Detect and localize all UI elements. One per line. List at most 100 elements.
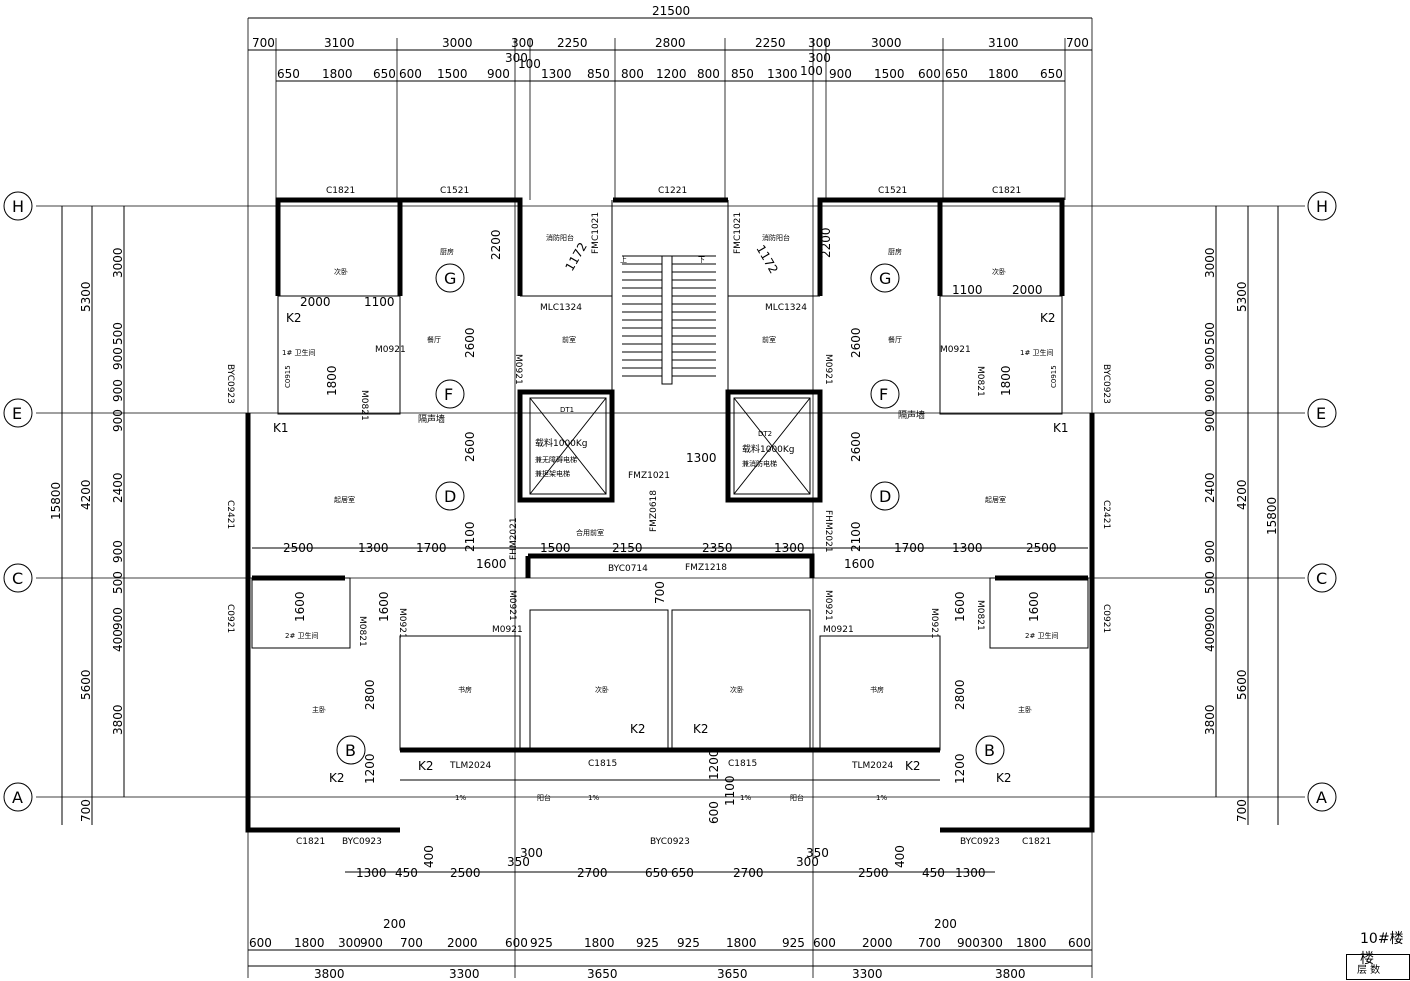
room-shared-front: 合用前室	[576, 528, 604, 537]
inner-dim: 1700	[416, 541, 447, 555]
dimension-label: 800	[697, 67, 720, 81]
inner-dim: 2200	[819, 227, 833, 258]
dimension-label: 700	[1066, 36, 1089, 50]
dimension-label: 900	[1203, 379, 1217, 402]
room-living-right: 起居室	[985, 495, 1006, 504]
dimension-label: 3100	[324, 36, 355, 50]
axis-bubble-b-right: B	[975, 735, 1005, 765]
window-c1821-bottom-left: C1821	[296, 837, 325, 847]
stair-well	[661, 255, 673, 385]
dimension-label: 900	[957, 936, 980, 950]
dimension-label: 1800	[988, 67, 1019, 81]
tag-k2: K2	[693, 722, 709, 736]
svg-text:E: E	[12, 404, 22, 423]
inner-dim: 2800	[953, 679, 967, 710]
inner-dim: 2100	[463, 521, 477, 552]
window-c0921-left: C0921	[225, 604, 235, 633]
dimension-label: 1800	[584, 936, 615, 950]
door-fhm2021: FHM2021	[823, 510, 833, 553]
inner-dim: 2600	[849, 431, 863, 462]
dimension-label: 2400	[1203, 472, 1217, 503]
dimension-label: 700	[79, 799, 93, 822]
window-c1821-top-right: C1821	[992, 186, 1021, 196]
dimension-label: 600	[1068, 936, 1091, 950]
elevator-2: DT2 载料1000Kg 兼消防电梯	[733, 397, 811, 495]
dimension-label: 2500	[450, 866, 481, 880]
dimension-label: 5600	[79, 669, 93, 700]
stair-down-label: 下	[698, 256, 705, 264]
svg-text:F: F	[444, 385, 453, 404]
axis-bubble-f-left: F	[435, 379, 465, 409]
dimension-label: 650	[373, 67, 396, 81]
inner-dim: 1600	[1027, 591, 1041, 622]
top-extra-dim: 100	[800, 64, 823, 78]
window-c1821-top-left: C1821	[326, 186, 355, 196]
dimension-label: 5600	[1235, 669, 1249, 700]
inner-dim: 2150	[612, 541, 643, 555]
dimension-label: 800	[621, 67, 644, 81]
room-study-right: 书房	[870, 685, 884, 694]
dimension-label: 3100	[988, 36, 1019, 50]
dimension-label: 850	[587, 67, 610, 81]
bottom-extra-dim: 400	[422, 845, 436, 868]
title-box-label: 层 数	[1357, 965, 1381, 976]
inner-dim: 1100	[723, 775, 737, 806]
dimension-label: 1200	[656, 67, 687, 81]
dimension-label: 700	[400, 936, 423, 950]
dimension-label: 900	[111, 540, 125, 563]
svg-text:兼担架电梯: 兼担架电梯	[535, 469, 570, 478]
svg-text:A: A	[1316, 788, 1327, 807]
dimension-label: 2250	[557, 36, 588, 50]
inner-dim: 1600	[293, 591, 307, 622]
soundproof-wall-left: 隔声墙	[418, 413, 445, 425]
bottom-extra-dim: 300	[796, 855, 819, 869]
window-tlm2024-left: TLM2024	[449, 761, 491, 771]
dimension-label: 1800	[1016, 936, 1047, 950]
slope-label: 1%	[455, 794, 466, 802]
inner-dim: 2600	[463, 431, 477, 462]
room-dining-right: 餐厅	[888, 335, 902, 344]
room-bath2-left: 2# 卫生间	[285, 631, 319, 640]
svg-text:G: G	[879, 269, 891, 288]
dimension-label: 3800	[1203, 704, 1217, 735]
axis-bubble-g-right: G	[870, 263, 900, 293]
axis-bubble-b-left: B	[336, 735, 366, 765]
elevator-1: DT1 载料1000Kg 兼无障碍电梯 兼担架电梯	[529, 397, 607, 495]
room-master-left: 主卧	[312, 705, 326, 714]
dimension-label: 1300	[541, 67, 572, 81]
dimension-label: 925	[677, 936, 700, 950]
tag-k1: K1	[273, 421, 289, 435]
bottom-dimension-lines	[248, 871, 1092, 967]
top-extra-dim: 300	[505, 51, 528, 65]
tag-k2: K2	[630, 722, 646, 736]
axis-bubble-e-left: E	[3, 398, 33, 428]
axis-bubble-h-left: H	[3, 191, 33, 221]
dimension-label: 925	[782, 936, 805, 950]
dimension-label: 700	[1235, 799, 1249, 822]
window-c1521-top-right: C1521	[878, 186, 907, 196]
inner-dim: 1100	[952, 283, 983, 297]
inner-dim: 2600	[463, 327, 477, 358]
dimension-label: 2700	[577, 866, 608, 880]
dimension-label: 1800	[294, 936, 325, 950]
vertical-grid-lines	[247, 18, 1093, 978]
inner-dim: 2200	[489, 229, 503, 260]
axis-bubble-h-right: H	[1307, 191, 1337, 221]
dimension-label: 925	[636, 936, 659, 950]
dimension-label: 3800	[314, 967, 345, 981]
window-byc0923-bottom-left: BYC0923	[342, 837, 382, 847]
window-c0915-left: C0915	[284, 365, 292, 388]
axis-bubble-g-left: G	[435, 263, 465, 293]
dimension-label: 600	[249, 936, 272, 950]
window-byc0923-left: BYC0923	[225, 364, 235, 404]
dimension-label: 1300	[955, 866, 986, 880]
interior-walls	[251, 200, 1089, 781]
room-kitchen-left: 厨房	[440, 247, 454, 256]
axis-bubble-a-left: A	[3, 782, 33, 812]
door-fmc1021: FMC1021	[591, 212, 601, 254]
dimension-label: 2000	[862, 936, 893, 950]
dimension-label: 900	[487, 67, 510, 81]
dimension-label: 700	[252, 36, 275, 50]
